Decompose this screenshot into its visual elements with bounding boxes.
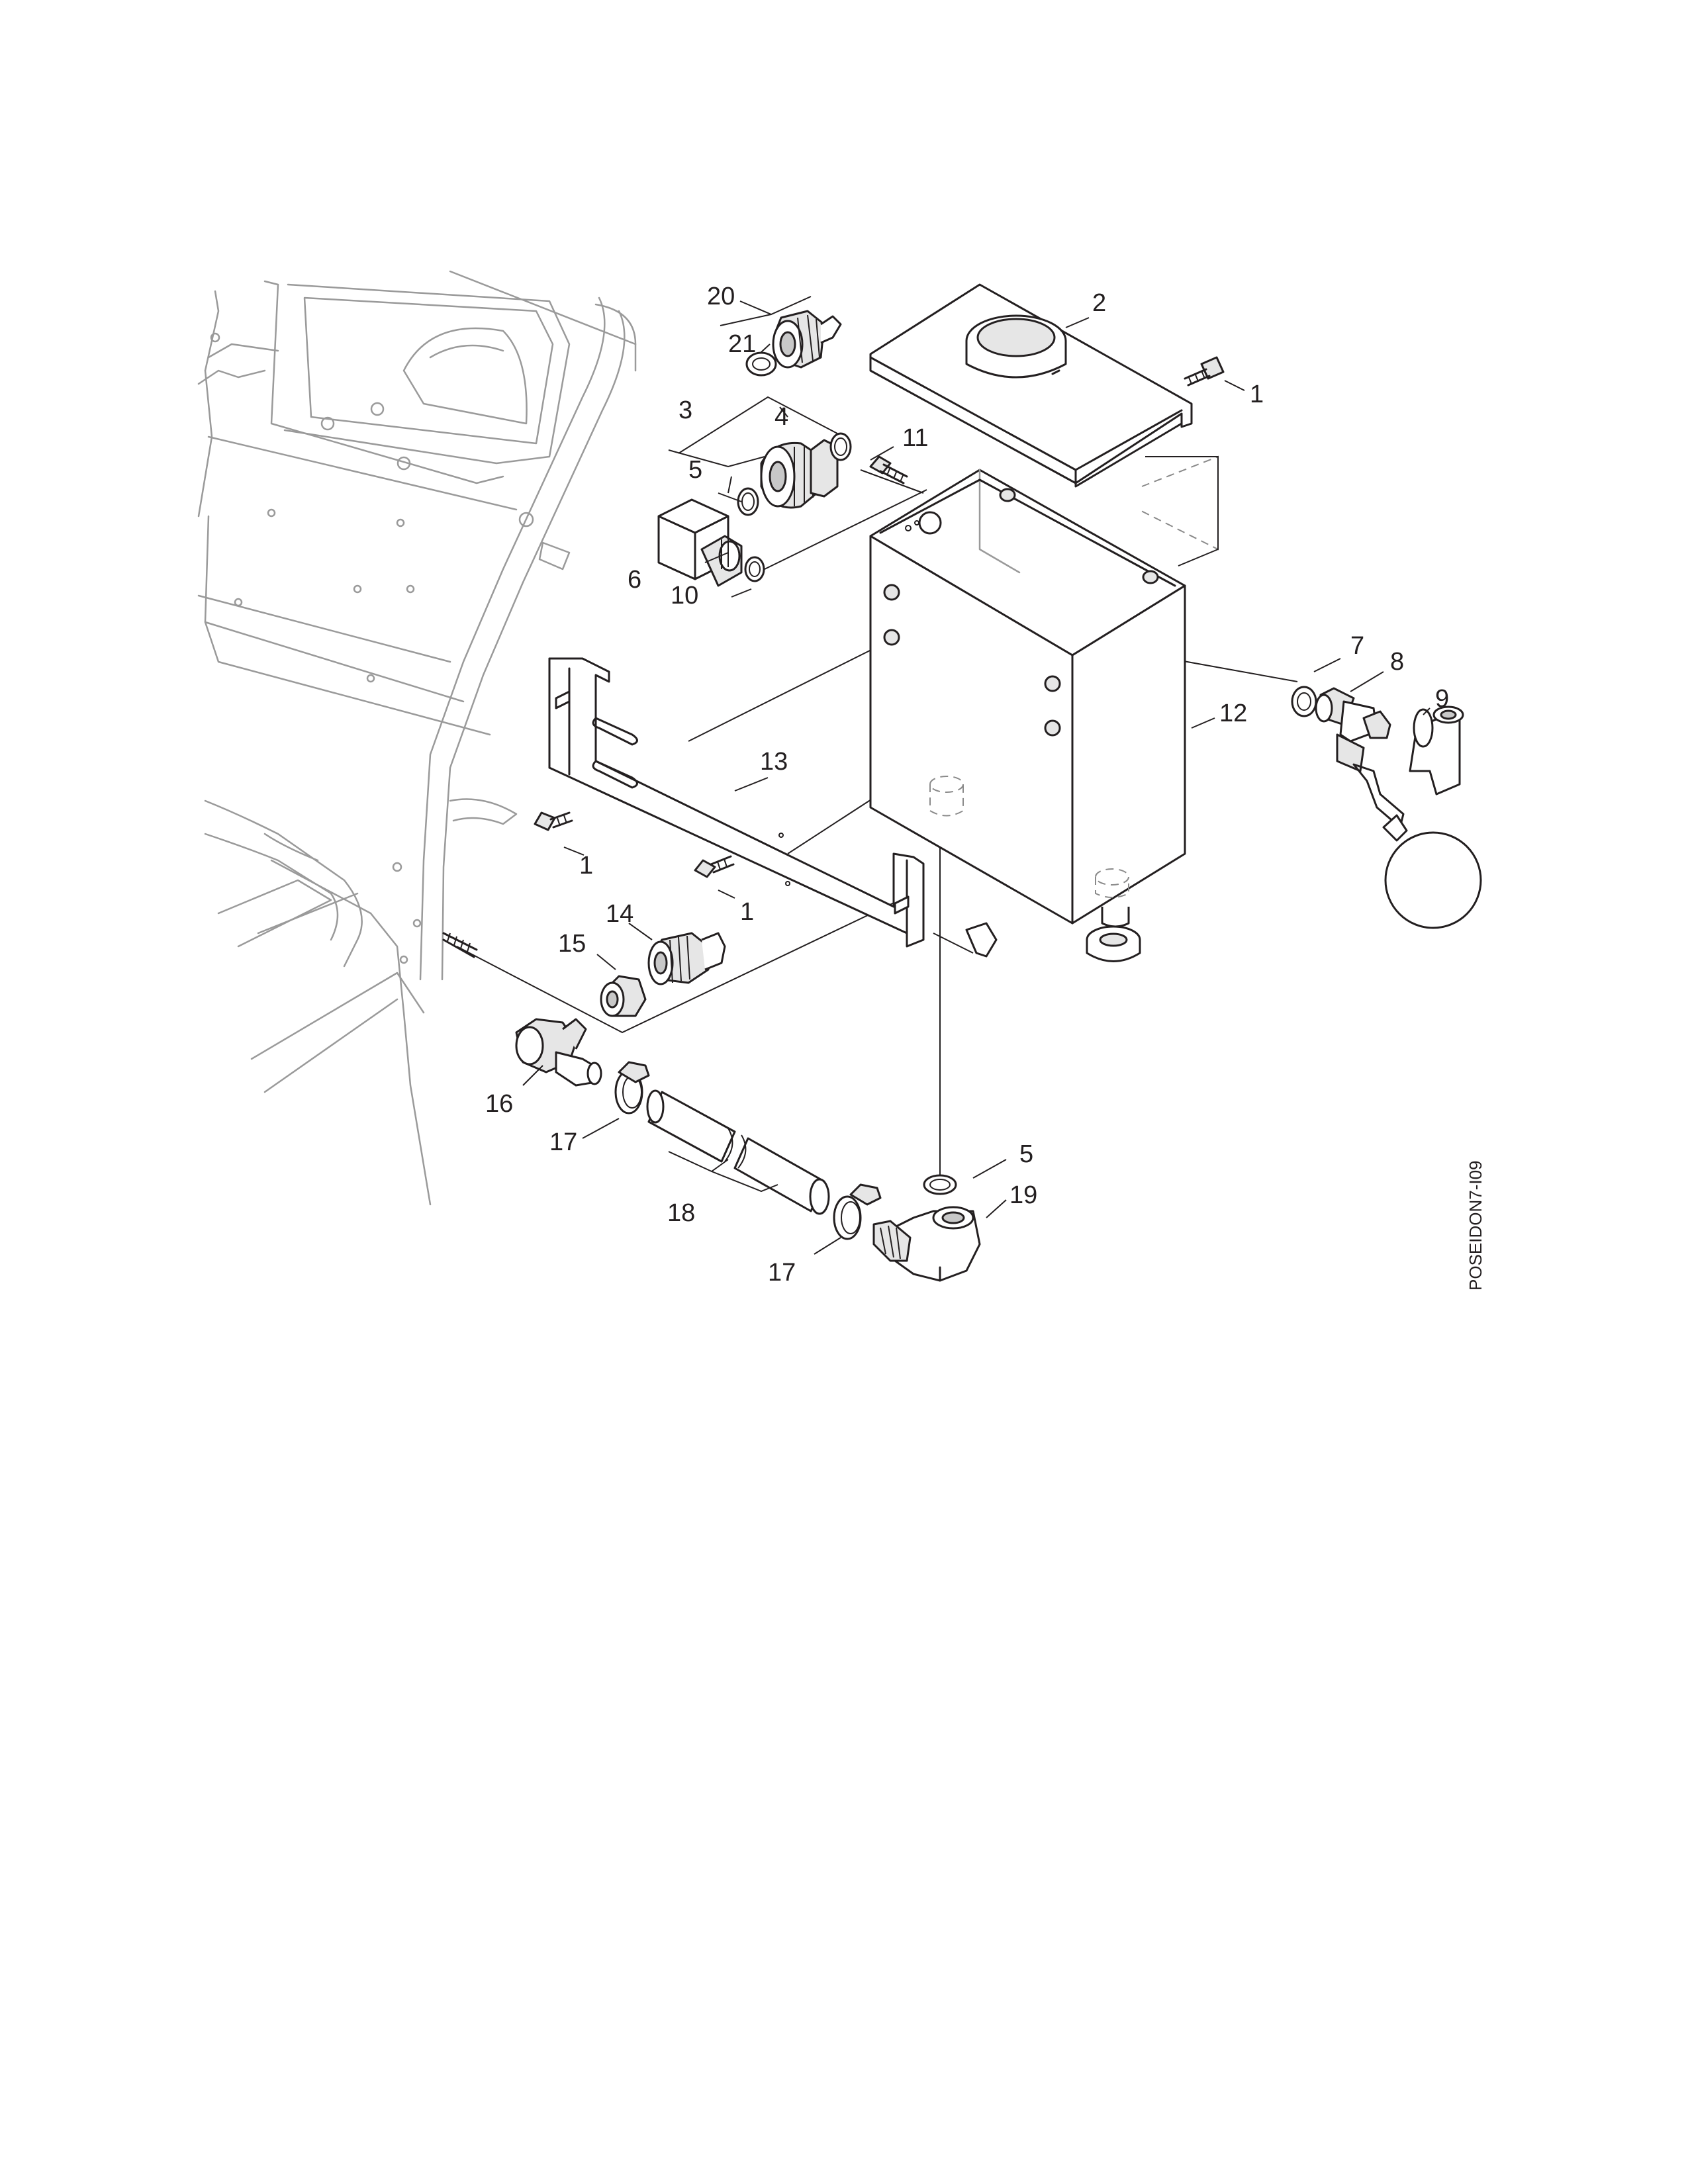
callout-15: 15 <box>558 930 586 958</box>
callout-4: 4 <box>774 403 788 431</box>
callout-2: 2 <box>1092 289 1106 317</box>
drawing-code: POSEIDON7-I09 <box>1466 1160 1485 1291</box>
bushing-part-15 <box>600 975 647 1017</box>
screw-part-1-mid <box>694 855 735 878</box>
callout-5-bottom: 5 <box>1019 1140 1033 1168</box>
elbow-part-9 <box>1409 705 1464 796</box>
hose-clamp-part-17-bottom <box>833 1183 882 1240</box>
callout-5-top: 5 <box>688 456 702 484</box>
block-part-6 <box>657 498 743 587</box>
hose-clamp-part-17-top <box>614 1061 650 1115</box>
o-ring-part-4 <box>829 432 852 461</box>
callout-17-top: 17 <box>549 1128 577 1156</box>
o-ring-part-10 <box>744 556 765 582</box>
elbow-part-16 <box>515 1018 602 1087</box>
o-ring-part-5-bottom <box>923 1174 957 1195</box>
hose-part-18 <box>646 1089 830 1215</box>
callout-17-bottom: 17 <box>768 1259 796 1287</box>
callout-14: 14 <box>606 900 633 928</box>
coupling-part-14 <box>647 932 726 985</box>
callout-1-left: 1 <box>579 852 593 880</box>
callout-12: 12 <box>1219 700 1247 727</box>
tank-part-12 <box>869 469 1186 962</box>
callout-7: 7 <box>1350 632 1364 660</box>
coupling-part-3 <box>760 439 839 509</box>
bracket-part-13 <box>548 657 998 958</box>
callout-11: 11 <box>902 424 928 452</box>
lid-part-2 <box>869 283 1193 488</box>
elbow-part-19 <box>872 1206 981 1282</box>
o-ring-part-5-top <box>737 487 759 516</box>
callout-13: 13 <box>760 748 788 776</box>
callout-1-mid: 1 <box>740 898 754 926</box>
screw-part-1-left <box>534 811 573 831</box>
callout-18: 18 <box>667 1199 695 1227</box>
callout-19: 19 <box>1009 1181 1037 1209</box>
callout-9: 9 <box>1435 685 1449 713</box>
callout-16: 16 <box>485 1090 513 1118</box>
callout-6: 6 <box>628 566 641 594</box>
machine-frame-background <box>197 270 637 1206</box>
callout-8: 8 <box>1390 648 1404 676</box>
callout-3: 3 <box>679 396 692 424</box>
callout-labels: 1 1 1 2 3 4 5 5 6 7 8 9 10 11 12 13 14 1… <box>485 283 1449 1287</box>
callout-21: 21 <box>728 330 756 358</box>
callout-1-top: 1 <box>1250 381 1264 408</box>
float-valve-part-8 <box>1315 687 1482 929</box>
screw-part-1-top <box>1184 356 1225 387</box>
washer-part-21 <box>745 351 777 377</box>
leader-lines <box>522 296 1430 1255</box>
washer-part-7 <box>1291 686 1317 717</box>
callout-10: 10 <box>671 582 698 610</box>
callout-20: 20 <box>707 283 735 310</box>
screw-part-11 <box>869 455 908 484</box>
fitting-part-20 <box>772 310 842 369</box>
